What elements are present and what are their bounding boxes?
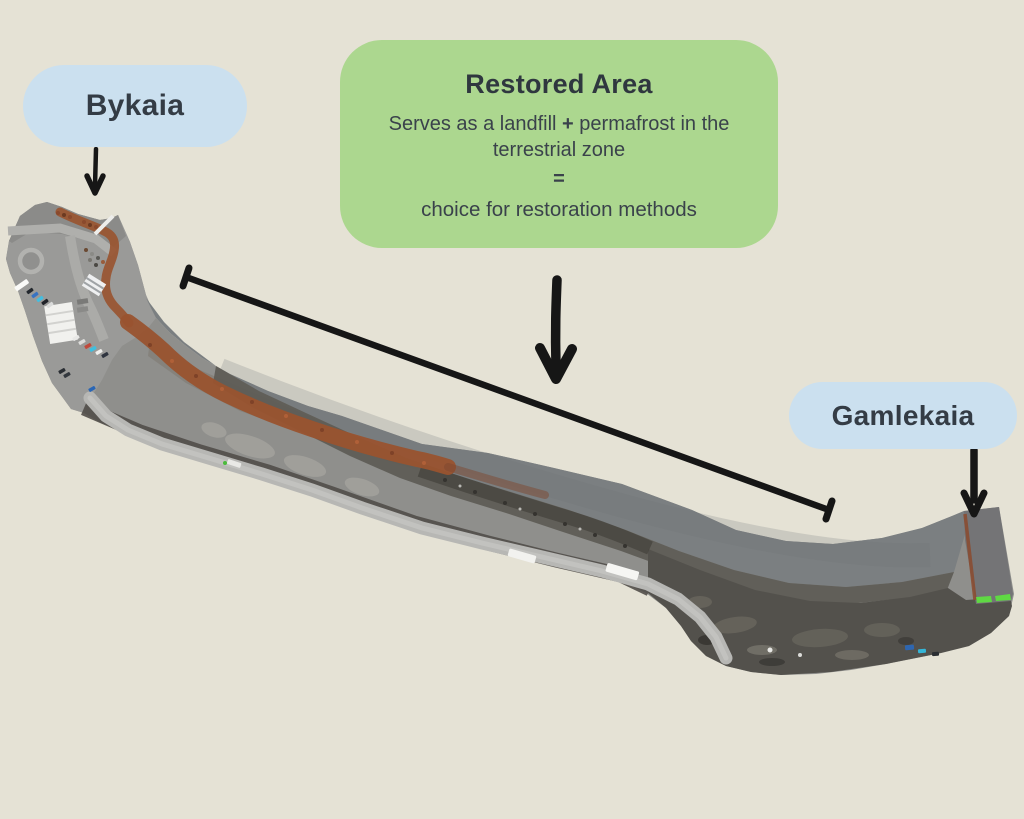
callout-down-arrow-icon [535,275,577,384]
bykaia-down-arrow-icon [84,146,106,196]
parked-vehicles [14,279,109,392]
bykaia-label-pill: Bykaia [23,65,247,147]
callout-plus-sign: + [562,113,574,135]
warehouse-building [44,302,78,344]
gamlekaia-label-pill: Gamlekaia [789,382,1017,449]
callout-body: Serves as a landfill + permafrost in the… [359,111,759,223]
striped-building [81,273,107,297]
water [146,298,968,587]
right-end-vehicles [767,644,940,657]
callout-line2: choice for restoration methods [421,198,697,221]
gamlekaia-label-text: Gamlekaia [831,399,975,431]
coastal-road [83,391,733,665]
callout-line1: Serves as a landfill + permafrost in the… [359,111,759,163]
roundabout [17,247,45,275]
quay-green-stripe [976,596,992,603]
callout-line1-pre: Serves as a landfill [388,113,557,135]
bykaia-label-text: Bykaia [85,89,185,122]
right-end-land [648,549,1012,675]
gravel-patches [201,422,380,497]
callout-equals-sign: = [553,168,565,190]
extent-line [179,264,836,523]
restored-area-callout: Restored Area Serves as a landfill + per… [340,40,778,248]
quay-green-stripe [995,594,1011,601]
trucks [223,459,640,581]
aerial-strip [6,202,1014,675]
debris-dots [84,248,105,267]
gamlekaia-down-arrow-icon [960,446,988,518]
callout-title: Restored Area [465,69,653,99]
quay [963,507,1013,604]
callout-line1-post: permafrost in the terrestrial zone [492,113,730,161]
rock-speckles [443,478,627,548]
